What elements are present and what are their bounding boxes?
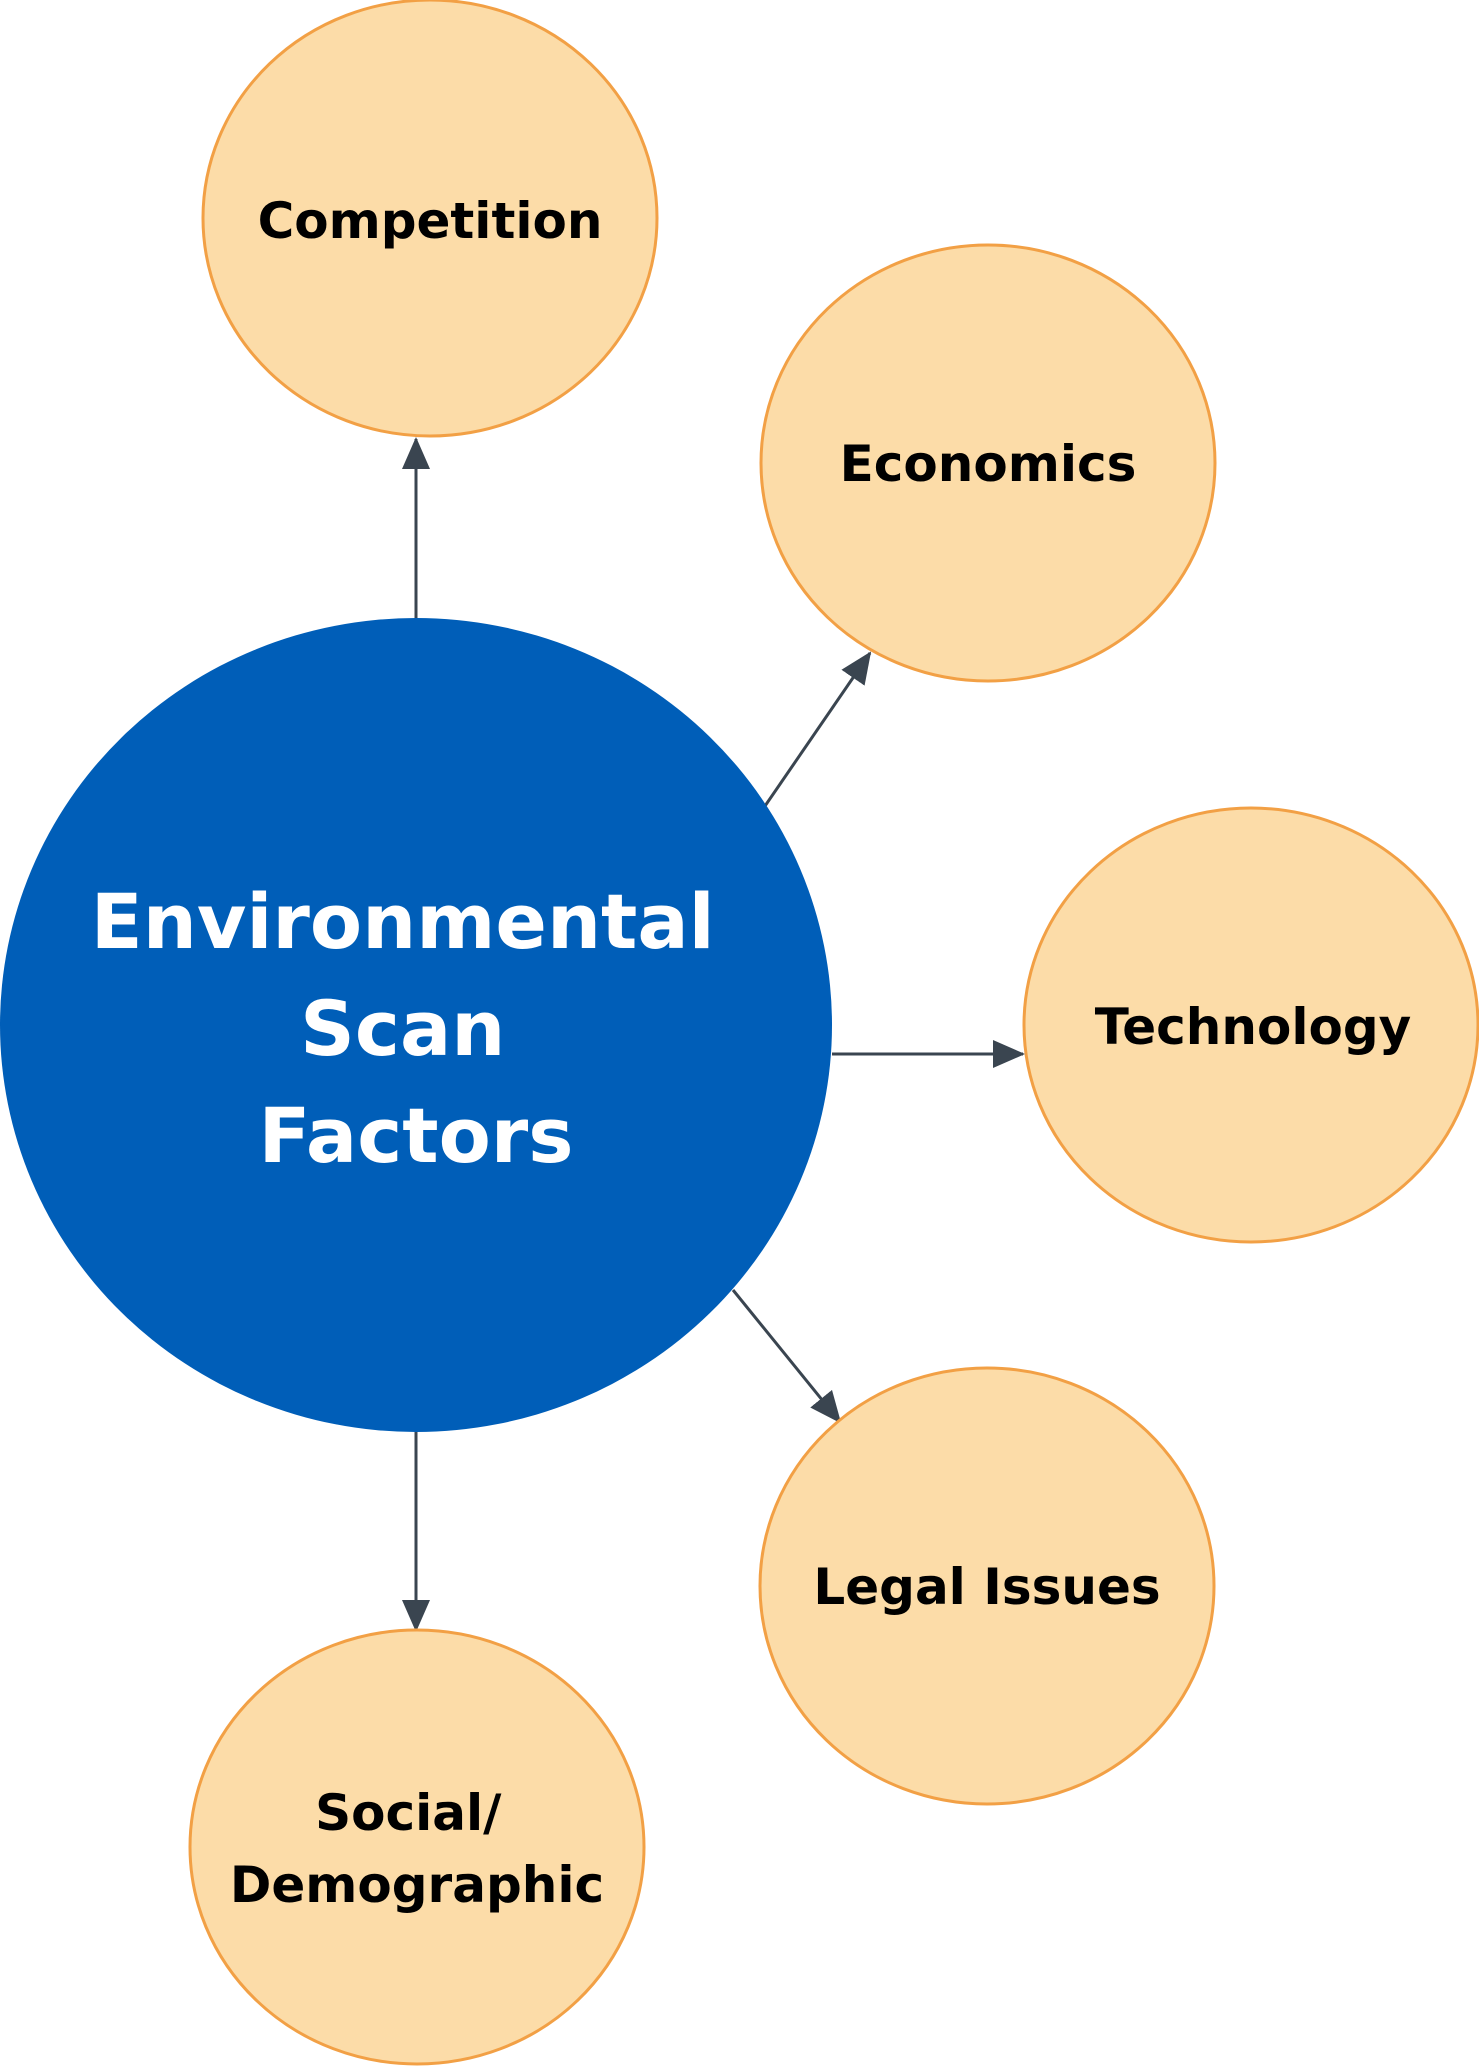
factor-label-technology: Technology <box>1095 998 1411 1056</box>
factor-label-line: Technology <box>1095 998 1411 1056</box>
center-node: Environmental Scan Factors <box>0 618 832 1432</box>
center-label: Environmental Scan Factors <box>91 877 741 1180</box>
factor-label-line: Economics <box>840 435 1137 493</box>
connector-economics <box>763 651 872 807</box>
factor-label-line: Competition <box>258 192 603 250</box>
connector-legal-issues <box>731 1289 842 1424</box>
factor-label-line: Legal Issues <box>813 1558 1160 1616</box>
center-circle <box>0 618 832 1432</box>
factor-label-competition: Competition <box>258 192 603 250</box>
factor-node-social-demographic: Social/ Demographic <box>188 1628 646 2066</box>
factor-node-economics: Economics <box>759 243 1217 683</box>
factor-label-social-demographic: Social/ Demographic <box>230 1784 604 1914</box>
factor-label-legal-issues: Legal Issues <box>813 1558 1160 1616</box>
factor-circle <box>188 1628 646 2066</box>
center-label-line-3: Factors <box>258 1091 573 1180</box>
center-label-line-1: Environmental <box>91 877 715 966</box>
factor-circle <box>1022 806 1479 1244</box>
connectors <box>402 437 1025 1632</box>
factor-label-line: Social/ <box>315 1784 502 1842</box>
factor-node-legal-issues: Legal Issues <box>758 1366 1216 1806</box>
center-label-line-2: Scan <box>300 984 505 1073</box>
factor-circle <box>201 0 659 438</box>
factor-label-line: Demographic <box>230 1856 604 1914</box>
factor-node-competition: Competition <box>201 0 659 438</box>
factor-circle <box>759 243 1217 683</box>
factor-label-economics: Economics <box>840 435 1137 493</box>
factor-node-technology: Technology <box>1022 806 1479 1244</box>
factor-circle <box>758 1366 1216 1806</box>
